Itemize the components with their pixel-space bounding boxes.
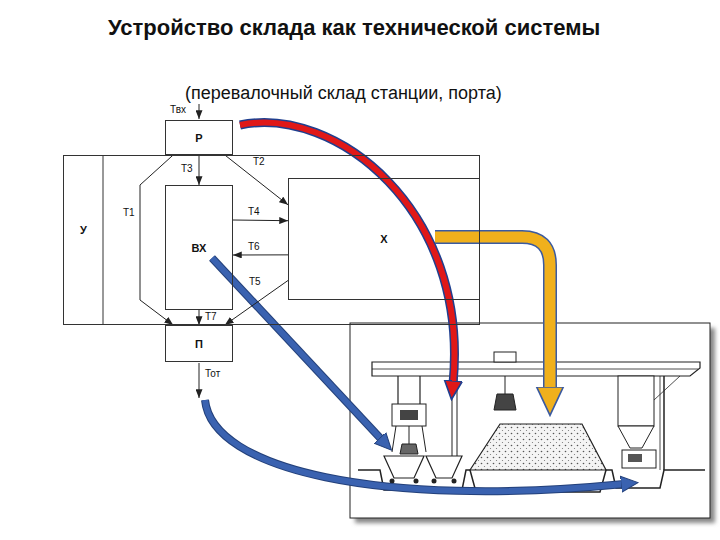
drawing-part xyxy=(435,237,550,392)
node-label: Р xyxy=(195,132,202,144)
drawing-part xyxy=(419,376,420,404)
drawing-part xyxy=(622,450,656,468)
drawing-part xyxy=(505,376,506,394)
flow-label: Т3 xyxy=(180,163,194,175)
drawing-part xyxy=(212,258,382,440)
drawing-part xyxy=(432,479,437,484)
drawing-part xyxy=(414,479,419,484)
output-flow xyxy=(199,363,200,398)
drawing-part xyxy=(240,123,454,384)
flow-label: Т5 xyxy=(248,276,262,288)
drawing-part xyxy=(654,376,680,400)
drawing-part xyxy=(390,479,395,484)
drawing-part xyxy=(400,444,418,454)
flow-arrow xyxy=(199,310,200,325)
drawing-part xyxy=(452,376,457,460)
node-label: ВХ xyxy=(192,242,207,254)
input-flow xyxy=(199,104,200,119)
drawing-part xyxy=(400,410,418,420)
flow-arrow xyxy=(225,155,288,205)
flow-label: Т1 xyxy=(122,207,136,219)
pointer-arrows xyxy=(205,123,624,492)
node-label: Х xyxy=(380,233,387,245)
drawing-part xyxy=(470,424,606,470)
input-storage-box: ВХ xyxy=(165,185,233,310)
drawing-part xyxy=(372,369,698,370)
receiving-box: Р xyxy=(165,120,233,155)
node-label: У xyxy=(64,224,103,236)
drawing-part xyxy=(452,479,457,484)
flow-label: Твх xyxy=(170,104,186,115)
storage-box: Х xyxy=(288,178,480,300)
drawing-part xyxy=(397,376,398,404)
drawing-part xyxy=(372,362,700,376)
subtitle: (перевалочный склад станции, порта) xyxy=(185,83,502,104)
flow-label: Т7 xyxy=(204,311,218,323)
dispatch-box: П xyxy=(165,325,233,362)
drawing-part xyxy=(240,123,454,384)
drawing-part xyxy=(494,394,516,410)
drawing-part xyxy=(660,376,661,470)
node-label: П xyxy=(195,338,203,350)
drawing-part xyxy=(392,404,426,426)
drawing-part xyxy=(628,454,642,462)
drawing-part xyxy=(494,352,516,362)
control-band: У ВХ Х xyxy=(63,155,480,325)
flow-label: Т6 xyxy=(247,241,261,253)
flow-label: Т4 xyxy=(247,206,261,218)
drawing-part xyxy=(618,376,654,426)
drawing-part xyxy=(618,426,654,448)
flow-label: Тот xyxy=(205,368,220,379)
drawing-part xyxy=(426,456,462,478)
drawing-part xyxy=(205,400,624,491)
drawing-part xyxy=(205,400,624,491)
drawing-part xyxy=(409,426,410,444)
flow-arrow xyxy=(199,155,200,185)
band-divider xyxy=(103,155,104,325)
drawing-part xyxy=(212,258,382,440)
drawing-part xyxy=(384,456,424,478)
drawing-part xyxy=(422,426,426,452)
drawing-part xyxy=(435,237,550,392)
title: Устройство склада как технической систем… xyxy=(108,14,628,41)
flow-arrow xyxy=(233,220,288,222)
flow-label: Т2 xyxy=(252,156,266,168)
drawing-part xyxy=(392,426,396,452)
flow-arrow xyxy=(233,254,288,255)
flow-arrow xyxy=(140,155,173,325)
